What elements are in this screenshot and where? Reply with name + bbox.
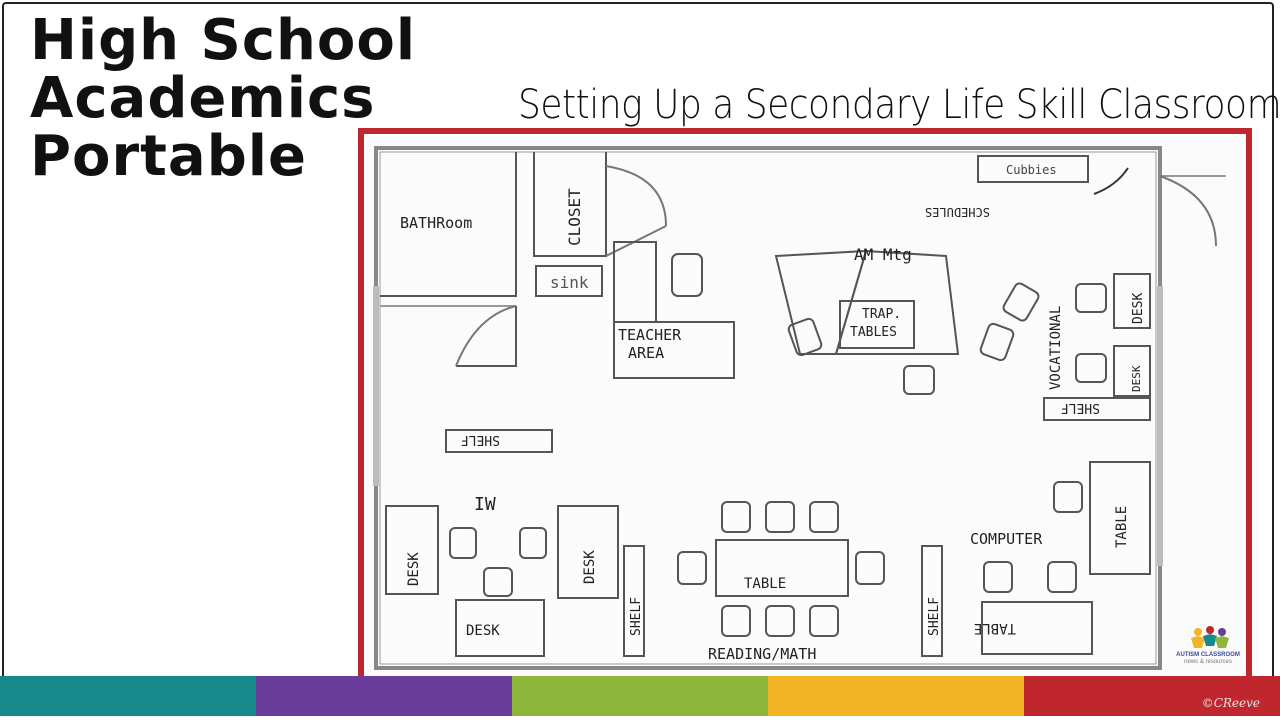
chair: [721, 501, 751, 533]
entry-door-swing: [1159, 175, 1217, 247]
chair: [1047, 561, 1077, 593]
chair: [979, 322, 1015, 362]
label-closet: CLOSET: [565, 188, 584, 246]
title-line-1: High School: [30, 8, 417, 73]
chair: [449, 527, 477, 559]
teacher-chair: [671, 253, 703, 297]
closet-wall: [533, 152, 607, 257]
label-vocational: VOCATIONAL: [1048, 306, 1064, 390]
desk-lower: [1113, 345, 1151, 397]
cubbies-box: [977, 155, 1089, 183]
slide-title: High School Academics Portable: [30, 12, 416, 186]
teacher-cabinet: [613, 241, 657, 323]
label-shelf-left: SHELF: [461, 432, 500, 447]
label-trap-2: TABLES: [850, 325, 897, 340]
chair: [903, 365, 935, 395]
label-sink: sink: [550, 273, 589, 292]
chair: [519, 527, 547, 559]
chair: [1053, 481, 1083, 513]
label-bathroom: BATHRoom: [400, 214, 472, 232]
label-schedules: SCHEDULES: [925, 205, 990, 219]
chair: [677, 551, 707, 585]
schedule-arrow: [1093, 167, 1129, 195]
label-cubbies: Cubbies: [1006, 163, 1057, 177]
floor-plan-drawing: BATHRoom CLOSET sink Cubbies SCHEDULES A…: [373, 146, 1226, 670]
desk-upper: [1113, 273, 1151, 329]
label-desk-left: DESK: [406, 552, 422, 586]
bathroom-wall: [380, 152, 517, 297]
color-stripe-bar: [0, 676, 1280, 716]
floor-plan: BATHRoom CLOSET sink Cubbies SCHEDULES A…: [366, 136, 1244, 676]
bathroom-door: [456, 306, 517, 367]
bathroom-door-swing: [455, 305, 517, 367]
label-teacher: TEACHER: [618, 326, 682, 344]
label-reading-math: READING/MATH: [708, 645, 816, 663]
label-desk-mid: DESK: [582, 550, 598, 584]
shelf-b-box: [921, 545, 943, 657]
teacher-desk: [613, 321, 735, 379]
closet-door-swing: [605, 165, 667, 227]
chair: [809, 605, 839, 637]
chair: [1075, 353, 1107, 383]
autism-classroom-logo: [1191, 626, 1229, 648]
label-table-right-bottom: TABLE: [974, 620, 1016, 636]
inner-wall: [379, 151, 1157, 665]
label-desk-lower: DESK: [1130, 365, 1143, 392]
label-am-mtg: AM Mtg: [854, 245, 912, 264]
stripe-green: [512, 676, 768, 716]
chair: [765, 501, 795, 533]
shelf-left-box: [445, 429, 553, 453]
trap-table-right: [834, 249, 960, 355]
desk-mid-box: [557, 505, 619, 599]
label-iw: IW: [474, 494, 496, 515]
chair: [809, 501, 839, 533]
table-center-box: [715, 539, 849, 597]
chair: [855, 551, 885, 585]
stripe-yellow: [768, 676, 1024, 716]
logo-text: AUTISM CLASSROOM news & resources: [1172, 652, 1244, 666]
label-desk-upper: DESK: [1131, 293, 1146, 324]
label-table-right-vertical: TABLE: [1114, 506, 1130, 548]
slide-subtitle: Setting Up a Secondary Life Skill Classr…: [518, 82, 1280, 128]
logo-line-2: news & resources: [1184, 659, 1232, 665]
stripe-teal: [0, 676, 256, 716]
desk-left-box: [385, 505, 439, 595]
chair: [787, 317, 823, 357]
table-right-bottom-box: [981, 601, 1093, 655]
chair: [1002, 282, 1040, 322]
desk-bottom-box: [455, 599, 545, 657]
table-right-vertical-box: [1089, 461, 1151, 575]
copyright-text: ©CReeve: [1201, 696, 1260, 710]
chair: [765, 605, 795, 637]
shelf-a-box: [623, 545, 645, 657]
chair: [721, 605, 751, 637]
label-shelf-right: SHELF: [1061, 400, 1100, 415]
logo-line-1: AUTISM CLASSROOM: [1176, 652, 1240, 658]
chair: [983, 561, 1013, 593]
title-line-3: Portable: [30, 124, 307, 189]
stripe-red: [1024, 676, 1280, 716]
label-trap-1: TRAP.: [862, 307, 901, 322]
shelf-right-box: [1043, 397, 1151, 421]
trap-table-label-box: [839, 300, 915, 349]
stripe-purple: [256, 676, 512, 716]
sink-box: [535, 265, 603, 297]
label-shelf-b: SHELF: [927, 597, 942, 636]
label-computer: COMPUTER: [970, 530, 1043, 548]
label-area: AREA: [628, 344, 664, 362]
label-table-center: TABLE: [744, 576, 786, 592]
title-line-2: Academics: [30, 66, 376, 131]
label-shelf-a: SHELF: [629, 597, 644, 636]
chair: [483, 567, 513, 597]
chair: [1075, 283, 1107, 313]
label-desk-bottom: DESK: [466, 623, 500, 639]
